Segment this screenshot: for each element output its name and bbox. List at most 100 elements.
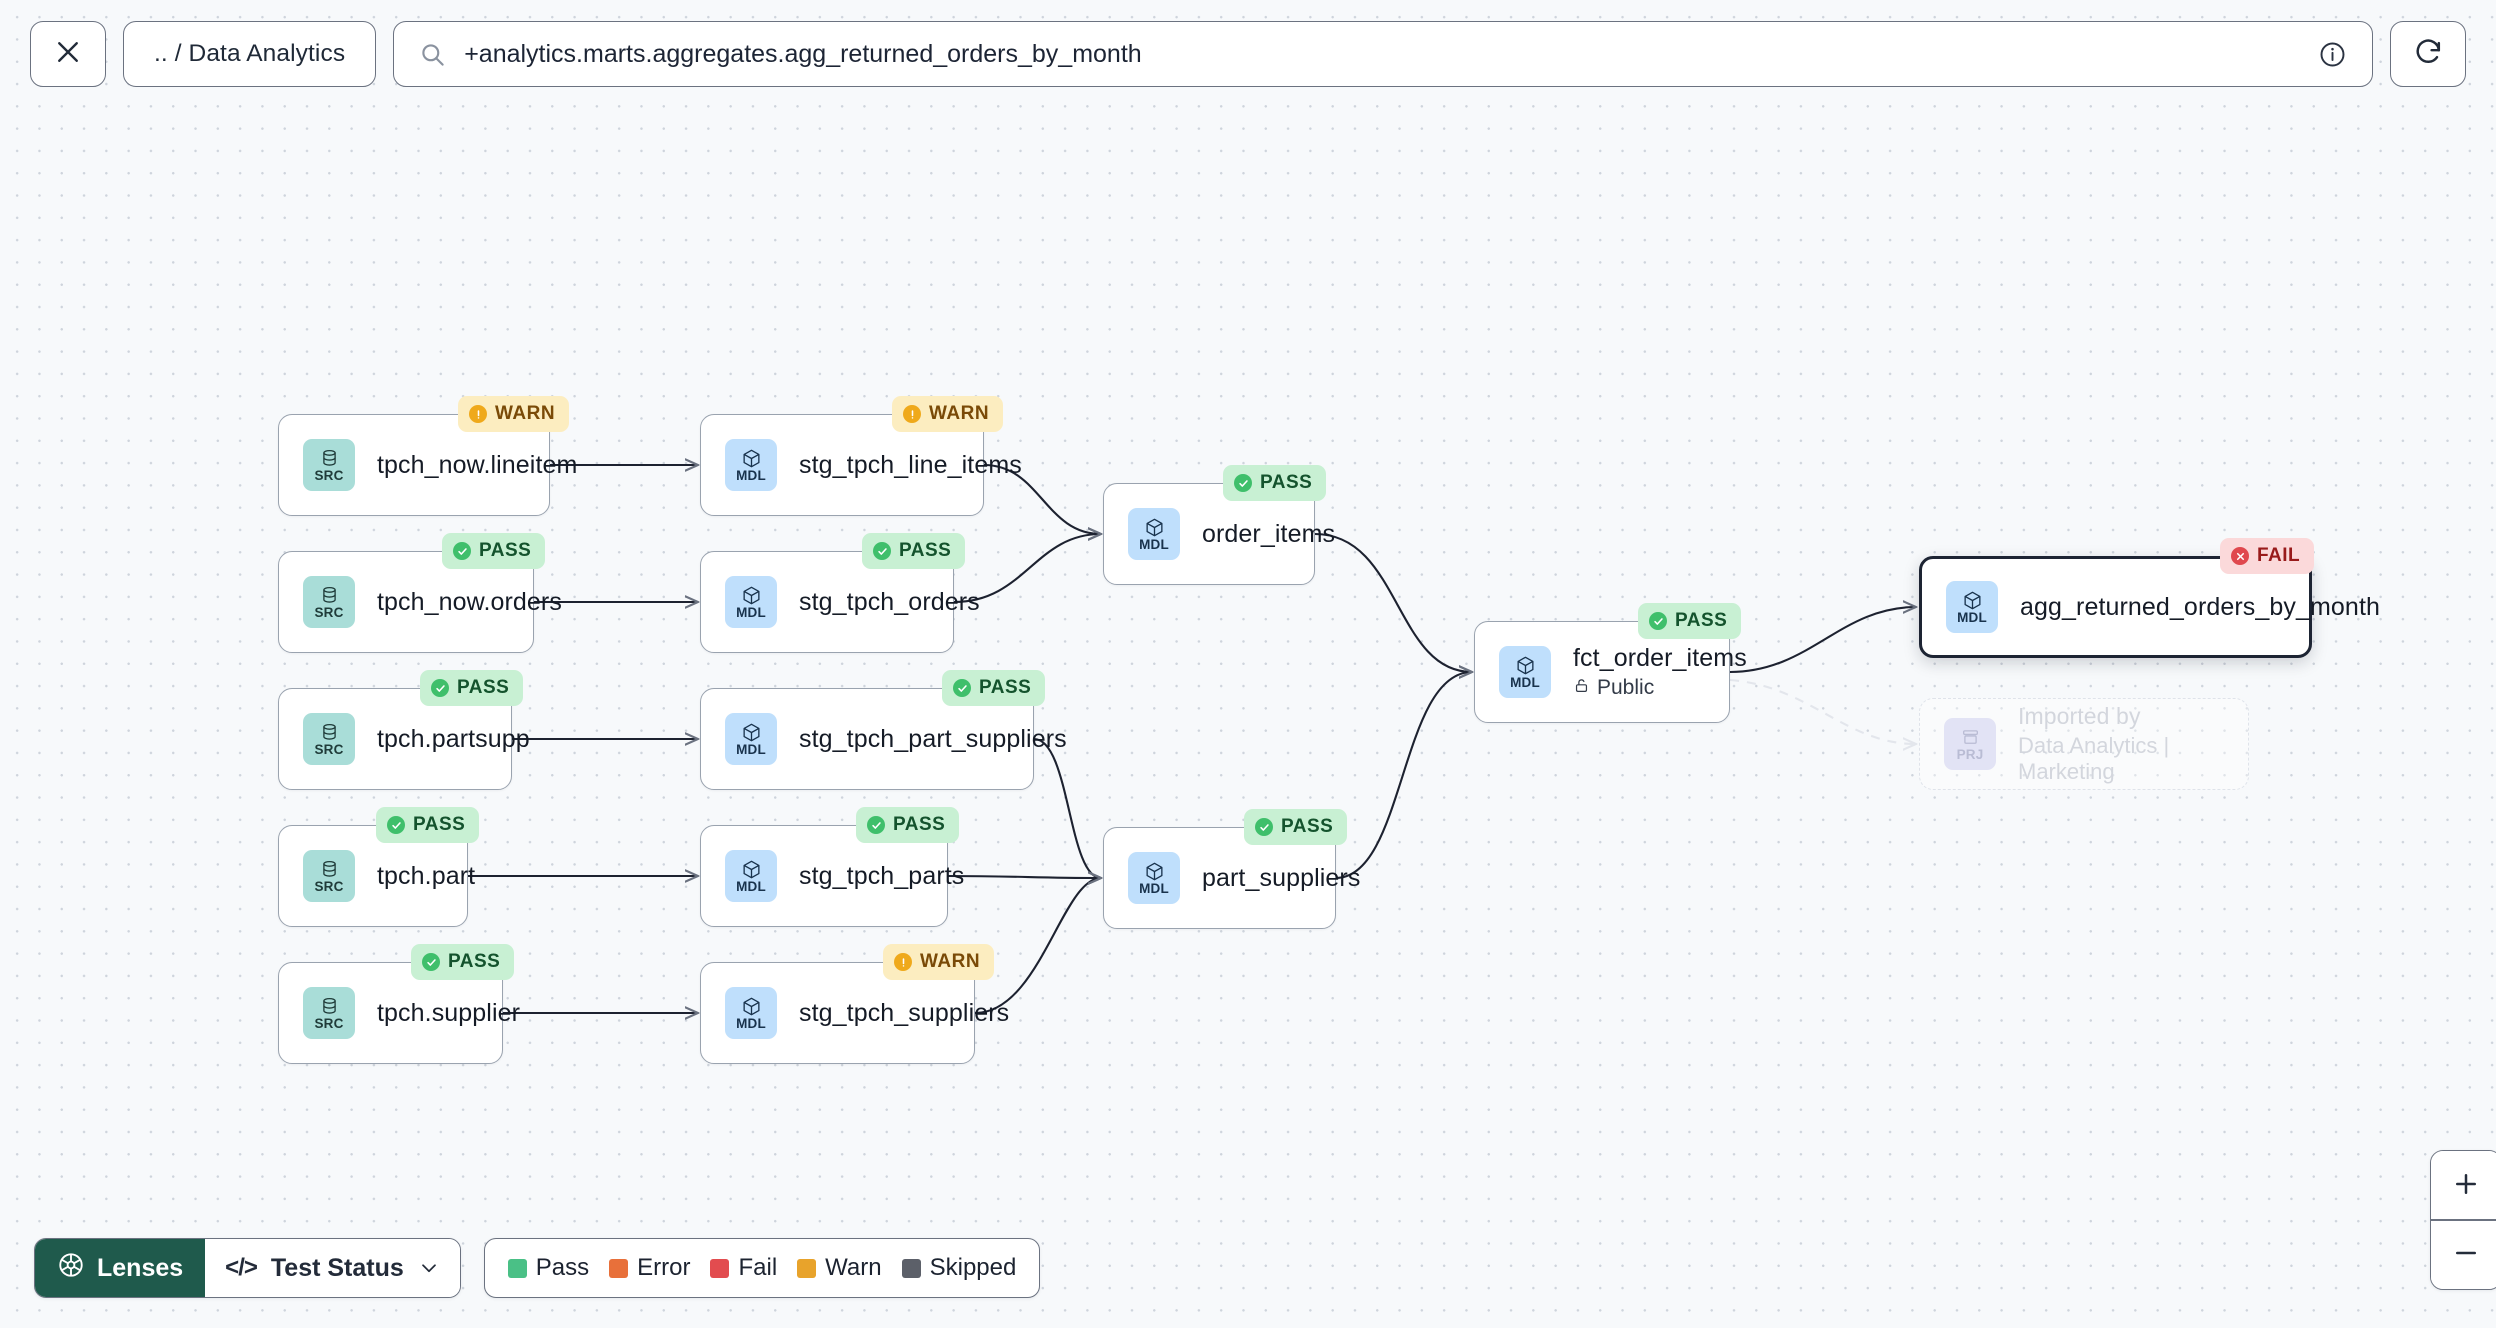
status-badge-pass[interactable]: PASS	[942, 670, 1046, 706]
src-type-chip: SRC	[303, 850, 355, 902]
node-title: tpch.part	[377, 861, 476, 890]
node-text-block: tpch_now.orders	[377, 587, 562, 617]
status-dot-icon	[873, 542, 891, 560]
mdl-type-chip: MDL	[1128, 852, 1180, 904]
status-badge-label: FAIL	[2257, 545, 2301, 566]
status-badge-pass[interactable]: PASS	[1223, 465, 1327, 501]
node-text-block: stg_tpch_parts	[799, 862, 964, 891]
legend-item-pass[interactable]: Pass	[507, 1254, 590, 1282]
node-text-block: agg_returned_orders_by_month	[2020, 593, 2380, 622]
status-badge-pass[interactable]: PASS	[1244, 809, 1348, 845]
lens-control-group: Lenses </> Test Status	[34, 1238, 461, 1298]
status-dot-icon	[1255, 818, 1273, 836]
cube-icon	[741, 585, 762, 605]
status-badge-pass[interactable]: PASS	[856, 807, 960, 843]
status-dot-icon	[867, 816, 885, 834]
src-type-chip: SRC	[303, 576, 355, 628]
status-badge-label: PASS	[448, 951, 501, 972]
node-title: tpch_now.orders	[377, 587, 562, 616]
status-badge-warn[interactable]: WARN	[892, 396, 1004, 432]
graph-node-agg_returned_orders_by_month[interactable]: MDL agg_returned_orders_by_month	[1919, 556, 2380, 658]
status-badge-label: PASS	[413, 814, 466, 835]
legend-item-fail[interactable]: Fail	[710, 1254, 777, 1282]
node-subtitle: Data Analytics | Marketing	[2018, 733, 2248, 785]
info-icon[interactable]	[2318, 40, 2347, 69]
graph-node-tpch_part[interactable]: SRC tpch.part	[278, 825, 476, 927]
src-type-chip: SRC	[303, 439, 355, 491]
status-badge-pass[interactable]: PASS	[420, 670, 524, 706]
node-type-label: MDL	[736, 1015, 766, 1031]
node-title: order_items	[1202, 519, 1336, 548]
node-title: stg_tpch_line_items	[799, 450, 1022, 479]
legend-swatch-icon	[901, 1258, 921, 1278]
legend-label: Error	[637, 1254, 691, 1281]
status-badge-label: PASS	[1260, 472, 1313, 493]
legend-label: Warn	[825, 1254, 882, 1281]
legend-item-warn[interactable]: Warn	[797, 1254, 882, 1282]
top-toolbar: .. / Data Analytics +analytics.marts.agg…	[0, 0, 2496, 108]
lenses-label: Lenses	[97, 1253, 184, 1282]
mdl-type-chip: MDL	[725, 850, 777, 902]
database-icon	[319, 859, 340, 879]
node-subtitle: Public	[1573, 676, 1729, 700]
node-title: stg_tpch_part_suppliers	[799, 724, 1067, 753]
lenses-button[interactable]: Lenses	[35, 1239, 206, 1297]
prj-type-chip: PRJ	[1944, 718, 1996, 770]
status-dot-icon	[2231, 547, 2249, 565]
legend-item-skipped[interactable]: Skipped	[901, 1254, 1017, 1282]
cube-icon	[741, 448, 762, 468]
status-badge-label: PASS	[1281, 816, 1334, 837]
status-badge-warn[interactable]: WARN	[458, 396, 570, 432]
close-button[interactable]	[30, 21, 106, 87]
status-dot-icon	[387, 816, 405, 834]
refresh-icon	[2413, 36, 2444, 72]
status-badge-pass[interactable]: PASS	[862, 533, 966, 569]
status-dot-icon	[953, 679, 971, 697]
src-type-chip: SRC	[303, 713, 355, 765]
status-badge-pass[interactable]: PASS	[1638, 603, 1742, 639]
node-type-label: SRC	[314, 741, 344, 757]
status-dot-icon	[894, 953, 912, 971]
node-text-block: part_suppliers	[1202, 863, 1361, 893]
mdl-type-chip: MDL	[725, 987, 777, 1039]
mdl-type-chip: MDL	[725, 439, 777, 491]
status-badge-label: PASS	[979, 677, 1032, 698]
minus-icon	[2451, 1238, 2481, 1271]
mdl-type-chip: MDL	[725, 576, 777, 628]
node-subtitle-label: Public	[1597, 676, 1655, 699]
status-badge-pass[interactable]: PASS	[411, 944, 515, 980]
status-badge-fail[interactable]: FAIL	[2220, 538, 2315, 574]
search-input[interactable]: +analytics.marts.aggregates.agg_returned…	[464, 39, 1142, 68]
mdl-type-chip: MDL	[1499, 646, 1551, 698]
node-type-label: SRC	[314, 604, 344, 620]
status-badge-warn[interactable]: WARN	[883, 944, 995, 980]
refresh-button[interactable]	[2390, 21, 2466, 87]
breadcrumb-label: .. / Data Analytics	[154, 40, 346, 67]
mdl-type-chip: MDL	[1946, 581, 1998, 633]
breadcrumb[interactable]: .. / Data Analytics	[123, 21, 377, 87]
node-title: part_suppliers	[1202, 863, 1361, 892]
legend-label: Skipped	[929, 1254, 1017, 1281]
zoom-out-button[interactable]	[2431, 1220, 2496, 1289]
search-icon	[419, 41, 446, 68]
mdl-type-chip: MDL	[1128, 508, 1180, 560]
lineage-search-box[interactable]: +analytics.marts.aggregates.agg_returned…	[393, 21, 2373, 87]
legend-swatch-icon	[609, 1258, 629, 1278]
zoom-in-button[interactable]	[2431, 1151, 2496, 1219]
database-icon	[319, 448, 340, 468]
legend-item-error[interactable]: Error	[609, 1254, 690, 1282]
legend-label: Pass	[535, 1254, 590, 1281]
status-badge-pass[interactable]: PASS	[442, 533, 546, 569]
status-badge-label: WARN	[929, 403, 990, 424]
test-status-dropdown[interactable]: </> Test Status	[205, 1239, 460, 1297]
node-type-label: MDL	[736, 878, 766, 894]
status-badge-pass[interactable]: PASS	[376, 807, 480, 843]
node-title: fct_order_items	[1573, 644, 1747, 672]
node-text-block: tpch.part	[377, 861, 476, 891]
